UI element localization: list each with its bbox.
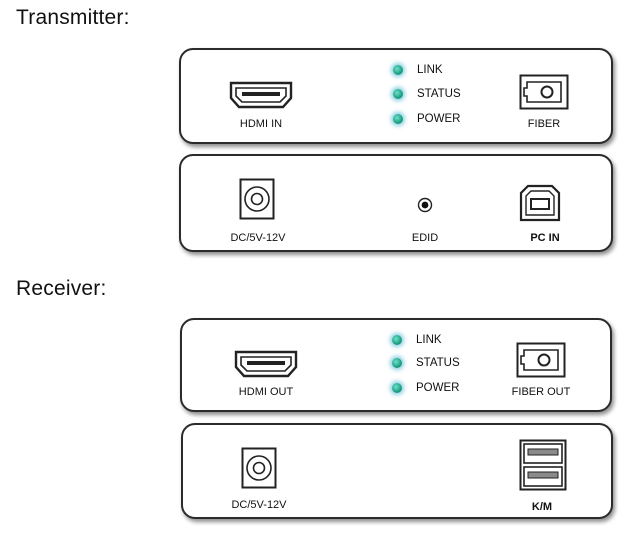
dc-power-jack-icon — [239, 178, 275, 220]
link-led-icon — [392, 335, 402, 345]
receiver-front-panel: HDMI OUT LINK STATUS POWER FIBER OUT — [180, 318, 612, 412]
usb-a-ports-icon — [519, 439, 567, 491]
link-led-row: LINK — [392, 334, 442, 346]
fiber-port-icon — [519, 74, 569, 110]
link-led-label: LINK — [417, 64, 443, 76]
receiver-title: Receiver: — [16, 277, 107, 300]
status-led-row: STATUS — [393, 88, 461, 100]
receiver-back-panel: DC/5V-12V K/M — [181, 423, 613, 519]
hdmi-port-icon — [229, 81, 293, 109]
status-led-label: STATUS — [417, 88, 461, 100]
usb-b-port-icon — [519, 184, 561, 222]
edid-button-icon — [417, 197, 433, 213]
fiber-port-icon — [516, 342, 566, 378]
dc-label: DC/5V-12V — [230, 232, 286, 244]
power-led-label: POWER — [416, 382, 460, 394]
power-led-row: POWER — [393, 113, 460, 125]
pc-in-label: PC IN — [530, 232, 560, 244]
status-led-icon — [392, 358, 402, 368]
hdmi-port-icon — [234, 350, 298, 378]
transmitter-title: Transmitter: — [16, 6, 130, 29]
transmitter-back-panel: DC/5V-12V EDID PC IN — [179, 154, 613, 252]
status-led-label: STATUS — [416, 357, 460, 369]
link-led-row: LINK — [393, 64, 443, 76]
edid-label: EDID — [411, 232, 439, 244]
transmitter-front-panel: HDMI IN LINK STATUS POWER FIBER — [179, 48, 613, 144]
power-led-label: POWER — [417, 113, 461, 125]
status-led-row: STATUS — [392, 357, 460, 369]
fiber-out-label: FIBER OUT — [511, 386, 571, 398]
dc-label: DC/5V-12V — [231, 499, 287, 511]
power-led-icon — [392, 383, 402, 393]
hdmi-in-label: HDMI IN — [239, 118, 283, 130]
hdmi-out-label: HDMI OUT — [238, 386, 294, 398]
fiber-label: FIBER — [527, 118, 561, 130]
dc-power-jack-icon — [241, 447, 277, 489]
link-led-label: LINK — [416, 334, 442, 346]
power-led-icon — [393, 114, 403, 124]
link-led-icon — [393, 65, 403, 75]
km-label: K/M — [531, 501, 553, 513]
power-led-row: POWER — [392, 382, 459, 394]
status-led-icon — [393, 89, 403, 99]
